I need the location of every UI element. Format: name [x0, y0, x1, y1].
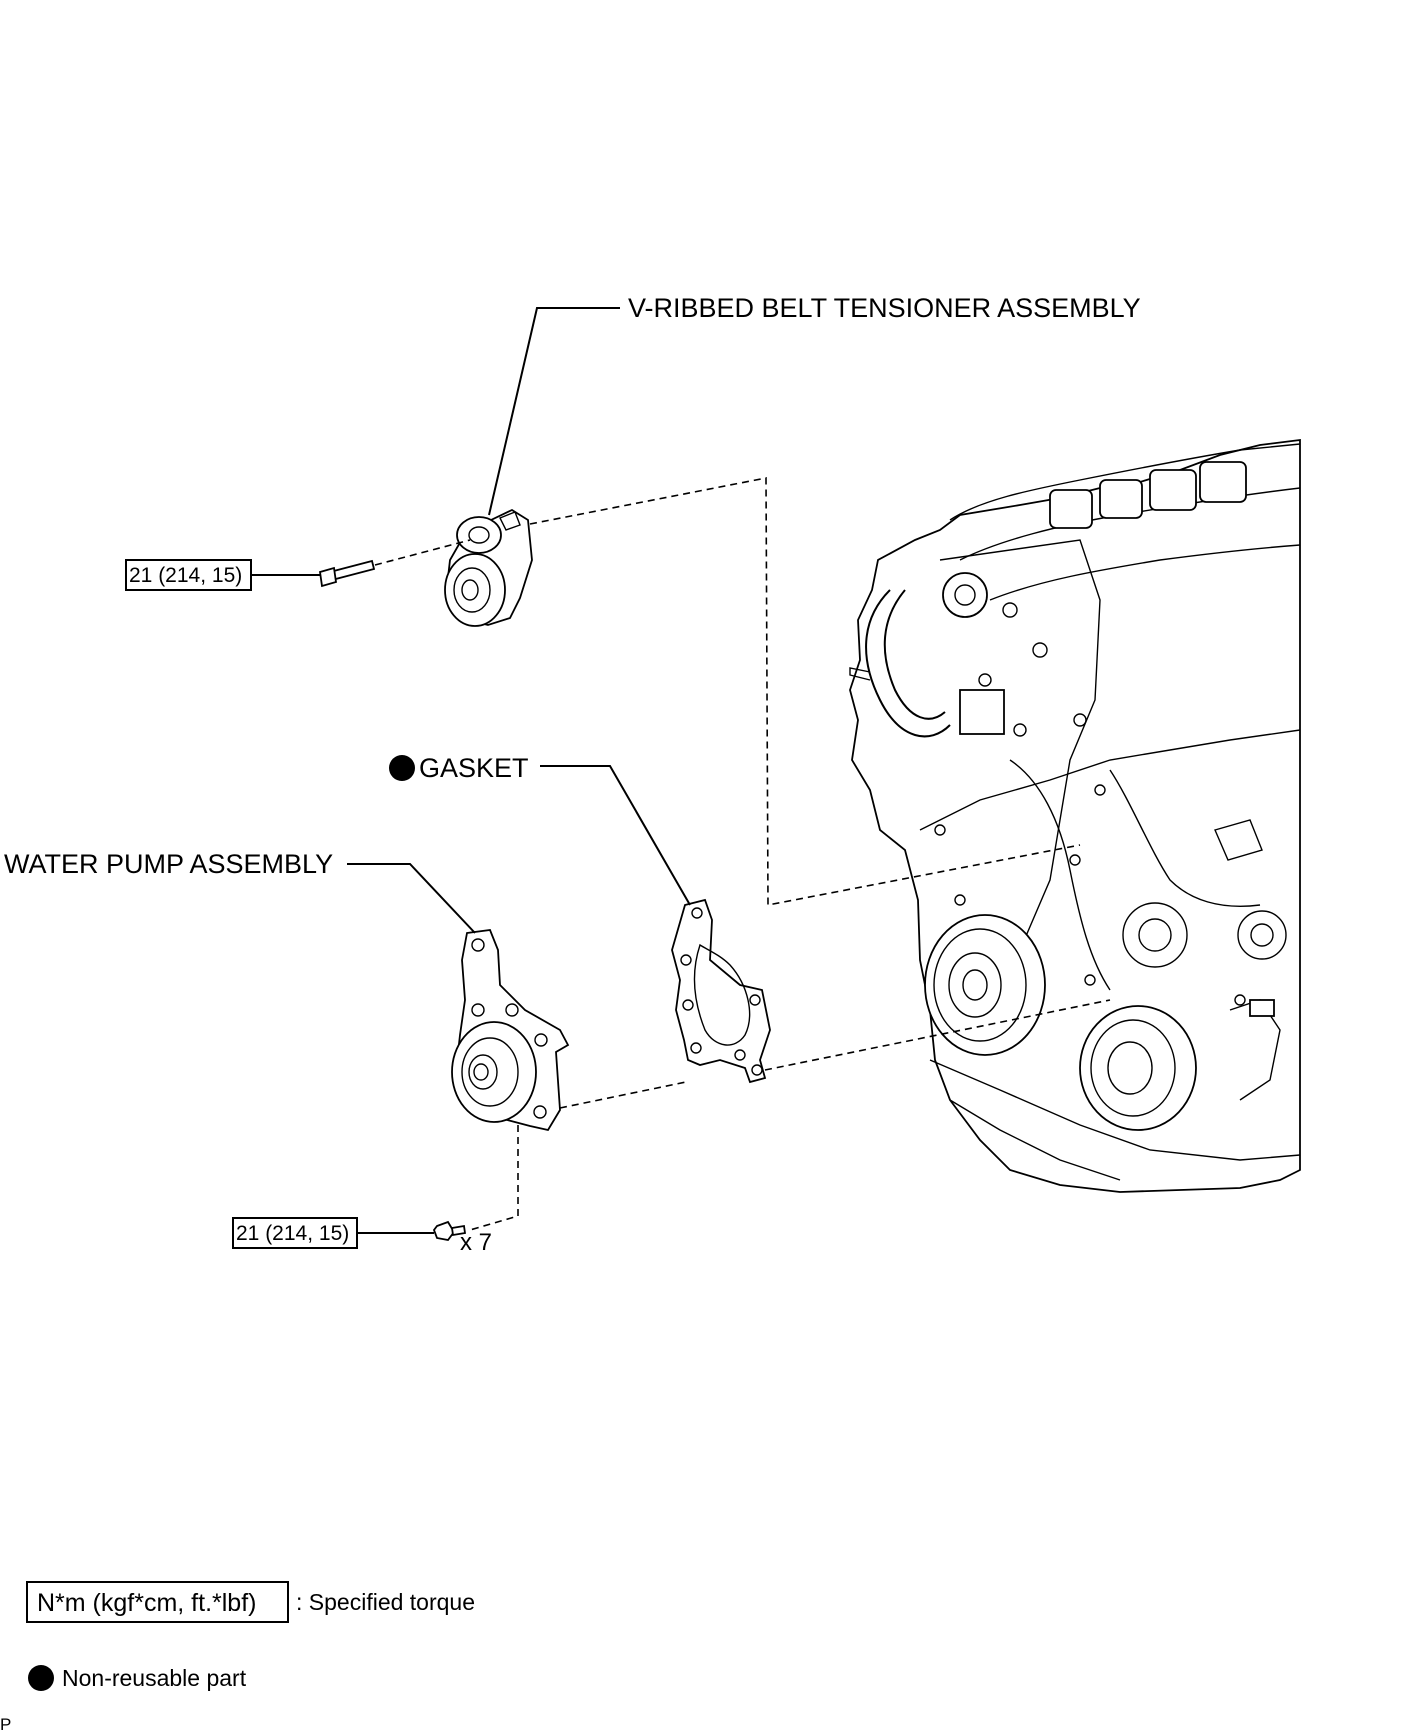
- tensioner-label: V-RIBBED BELT TENSIONER ASSEMBLY: [628, 293, 1141, 323]
- legend-torque-text: : Specified torque: [296, 1589, 475, 1615]
- water-pump-illustration: [432, 929, 570, 1241]
- gasket-illustration: [671, 898, 771, 1084]
- water-pump-label: WATER PUMP ASSEMBLY: [4, 849, 333, 879]
- leader-lines: [251, 307, 691, 1234]
- torque-box-tensioner: [125, 559, 252, 591]
- page-marker: P: [0, 1715, 11, 1734]
- legend-non-reusable-text: Non-reusable part: [62, 1665, 247, 1691]
- bolt-quantity: x 7: [460, 1229, 492, 1256]
- torque-value-tensioner: 21 (214, 15): [129, 564, 242, 587]
- legend-non-reusable-bullet: [28, 1665, 54, 1691]
- legend-torque-box: [26, 1581, 289, 1623]
- gasket-label: GASKET: [419, 753, 529, 783]
- non-reusable-bullet: [389, 755, 415, 781]
- torque-value-water-pump: 21 (214, 15): [236, 1222, 349, 1245]
- tensioner-illustration: [318, 508, 533, 627]
- engine-illustration: [849, 438, 1301, 1193]
- torque-box-water-pump: [232, 1217, 358, 1249]
- legend-torque-units: N*m (kgf*cm, ft.*lbf): [37, 1589, 256, 1617]
- assembly-guide-lines: [374, 477, 1111, 1231]
